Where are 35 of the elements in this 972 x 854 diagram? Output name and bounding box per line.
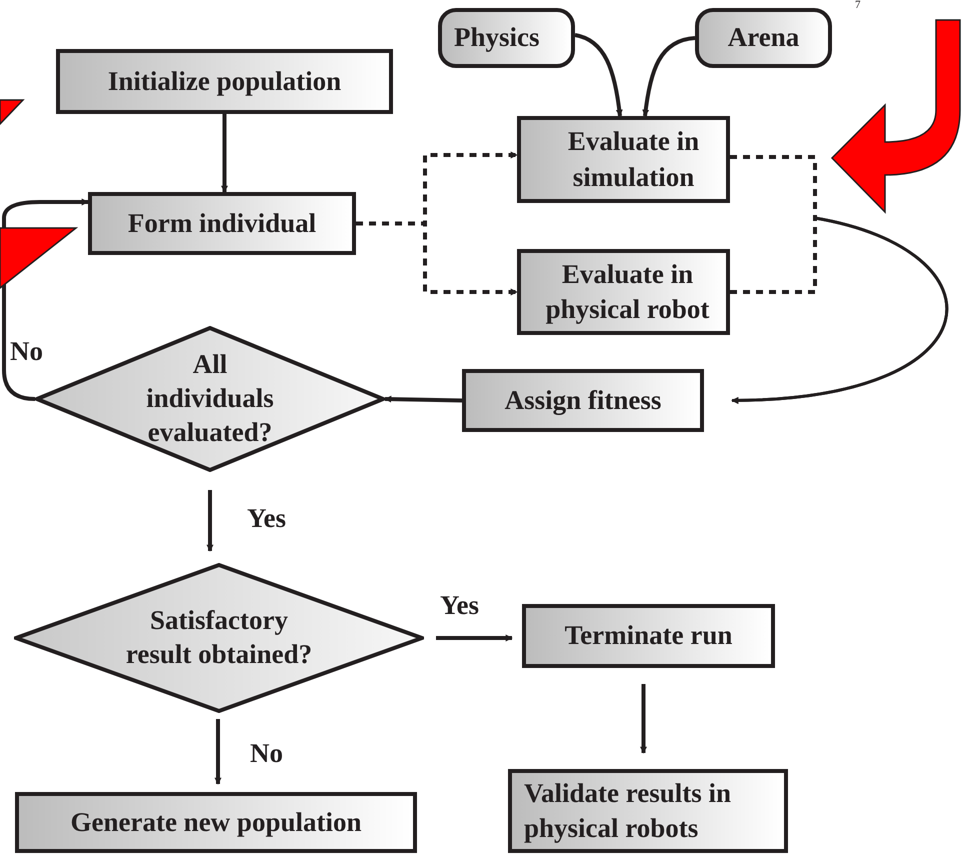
arrow — [436, 634, 513, 642]
node-label: Form individual — [128, 206, 316, 240]
node-label: Evaluate in simulation — [566, 125, 700, 194]
process-box — [517, 249, 730, 335]
input-box — [695, 8, 832, 68]
node-label: Arena — [728, 21, 800, 54]
arrow — [640, 684, 647, 754]
node-label: Initialize population — [108, 64, 342, 98]
node-label: Satisfactory result obtained? — [124, 604, 314, 671]
arrow — [384, 396, 462, 403]
arrow — [206, 490, 214, 552]
node-label: Terminate run — [564, 619, 732, 652]
dashed-arrow — [356, 222, 518, 296]
process-box — [522, 604, 775, 668]
arrow — [214, 719, 222, 785]
process-box — [508, 769, 788, 853]
node-label: Physics — [454, 21, 540, 54]
process-box — [517, 116, 730, 203]
node-label: Validate results in physical robots — [524, 776, 732, 845]
decision-diamond — [14, 563, 424, 713]
input-box — [438, 8, 575, 68]
arrow — [642, 36, 696, 117]
page-number: 7 — [855, 0, 860, 11]
arrow — [574, 33, 623, 117]
arrow — [221, 114, 228, 193]
arrow — [730, 216, 948, 404]
node-label: Generate new population — [70, 806, 362, 839]
process-box — [15, 792, 417, 853]
node-label: Assign fitness — [504, 384, 662, 417]
process-box — [88, 192, 356, 255]
process-box — [56, 49, 393, 114]
block-arrow — [0, 227, 78, 290]
node-label: Evaluate in physical robot — [544, 258, 710, 326]
node-label: All individuals evaluated? — [145, 348, 275, 449]
process-box — [462, 369, 704, 432]
